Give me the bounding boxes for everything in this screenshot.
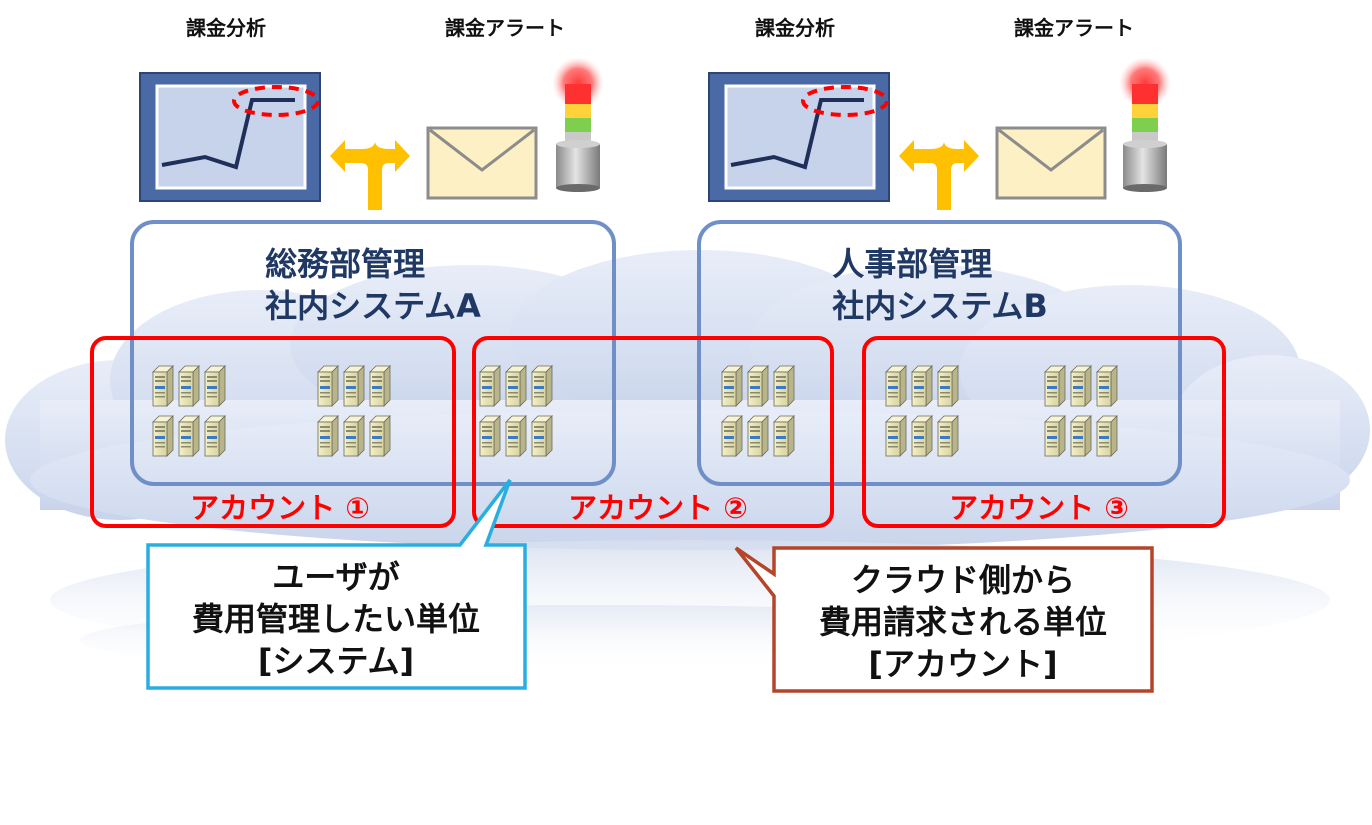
callout-cloud [734,546,1154,693]
callout-cloud-text: クラウド側から 費用請求される単位 [アカウント] [819,559,1107,685]
account-box-3 [862,336,1226,528]
label-billing-alert-left: 課金アラート [445,16,565,40]
label-billing-alert-right: 課金アラート [1014,16,1134,40]
system-b-title: 人事部管理 社内システムB [832,243,1047,327]
chart-window-icon [139,72,321,202]
callout-user-text: ユーザが 費用管理したい単位 [システム] [192,556,480,682]
callout-cloud-line3: [アカウント] [868,645,1058,683]
system-a-title: 総務部管理 社内システムA [265,243,481,327]
account-1-label: アカウント ① [190,491,370,525]
callout-user-line2: 費用管理したい単位 [191,600,481,638]
account-2-label: アカウント ② [568,491,748,525]
system-a-line2: 社内システムA [265,287,481,325]
account-3-label: アカウント ③ [949,491,1129,525]
callout-cloud-line2: 費用請求される単位 [818,603,1108,641]
envelope-icon [995,126,1107,200]
system-b-line1: 人事部管理 [832,245,993,283]
callout-cloud-line1: クラウド側から [850,561,1076,599]
account-box-2 [472,336,834,528]
label-billing-analysis-right: 課金分析 [755,16,835,40]
system-box-b [697,220,1182,486]
chart-window-icon [708,72,890,202]
envelope-icon [426,126,538,200]
fork-arrow-icon [330,140,410,210]
system-a-line1: 総務部管理 [265,245,426,283]
label-billing-analysis-left: 課金分析 [186,16,266,40]
callout-user [146,478,527,690]
system-box-a [130,220,616,486]
account-box-1 [90,336,456,528]
callout-user-line3: [システム] [257,642,415,680]
callout-user-line1: ユーザが [272,558,400,596]
system-b-line2: 社内システムB [832,287,1048,325]
fork-arrow-icon [899,140,979,210]
warning-light-icon [1119,57,1171,192]
warning-light-icon [552,57,604,192]
